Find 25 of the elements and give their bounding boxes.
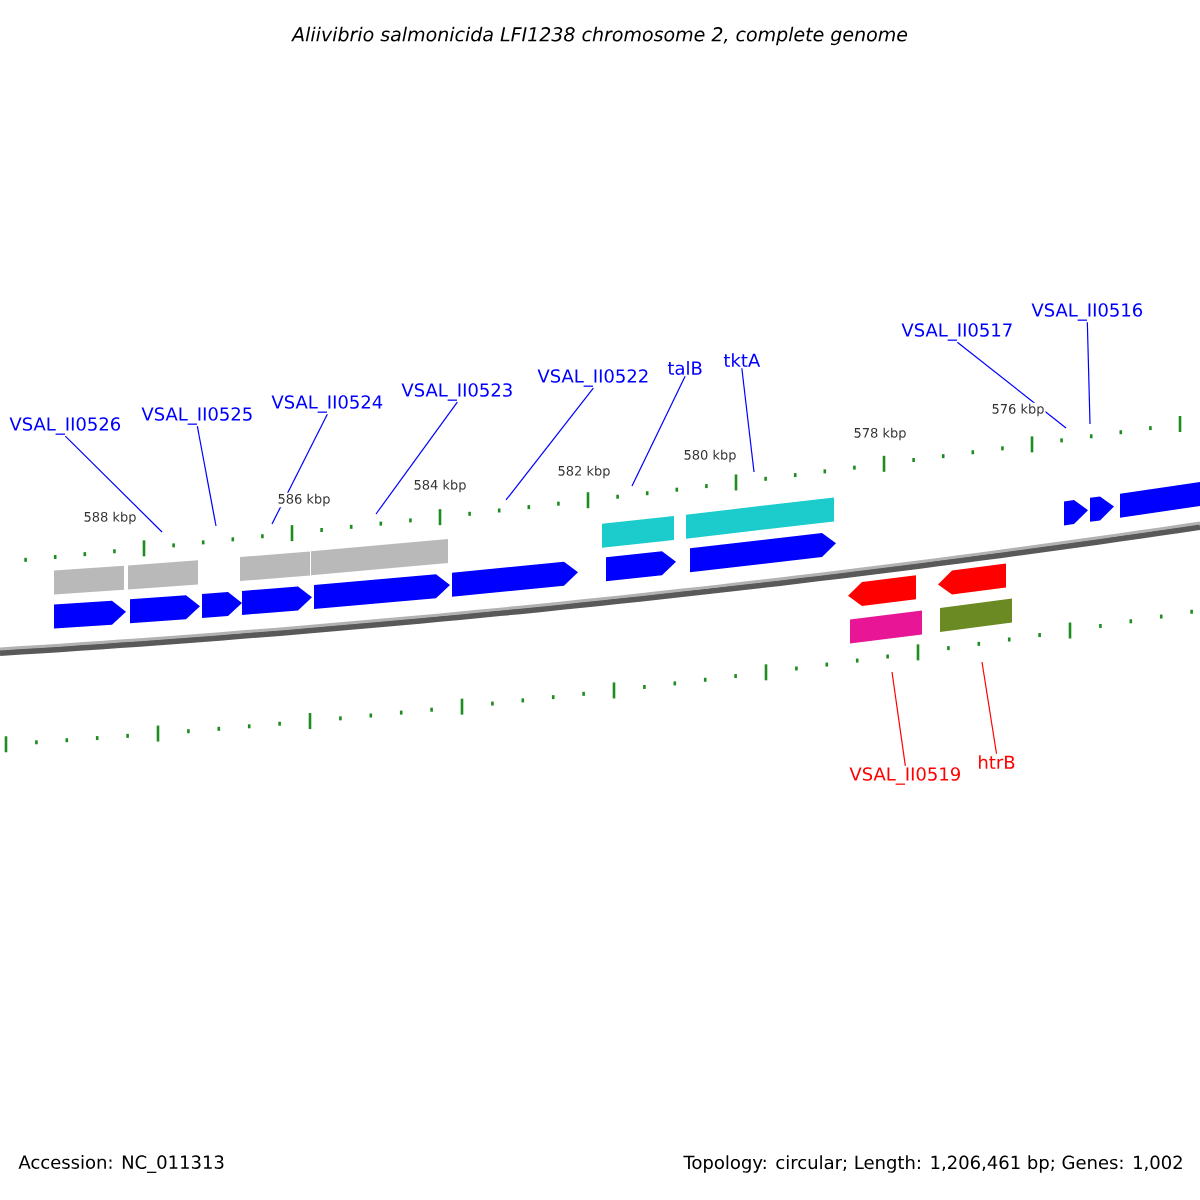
leader-line <box>981 661 998 755</box>
gene-label: VSAL_II0523 <box>401 383 512 401</box>
gene-label: VSAL_II0524 <box>271 395 383 413</box>
gene-label: VSAL_II0519 <box>849 767 960 785</box>
gene-label: VSAL_II0522 <box>537 369 648 387</box>
gene-label: talB <box>667 361 702 375</box>
leader-line <box>1086 321 1091 425</box>
leader-line <box>196 425 217 527</box>
genome-summary: Topology: circular; Length: 1,206,461 bp; Genes: 1,002 <box>683 1155 1182 1173</box>
gene-label: VSAL_II0517 <box>901 323 1012 341</box>
leader-line <box>64 435 163 533</box>
gene-label: VSAL_II0516 <box>1031 303 1143 321</box>
gene-label: VSAL_II0525 <box>141 407 252 425</box>
leader-line <box>271 413 328 525</box>
leader-line <box>631 375 686 487</box>
leader-line <box>505 387 594 501</box>
leader-line <box>956 341 1067 429</box>
leader-line <box>375 401 458 515</box>
gene-label: htrB <box>979 755 1015 769</box>
gene-label: tktA <box>723 353 761 367</box>
accession-text: Accession: NC_011313 <box>18 1155 224 1173</box>
title: Aliivibrio salmonicida LFI1238 chromosome 2, complete genome <box>291 26 908 46</box>
leader-line <box>891 671 906 767</box>
leader-line <box>741 367 755 473</box>
gene-label: VSAL_II0526 <box>9 417 121 435</box>
